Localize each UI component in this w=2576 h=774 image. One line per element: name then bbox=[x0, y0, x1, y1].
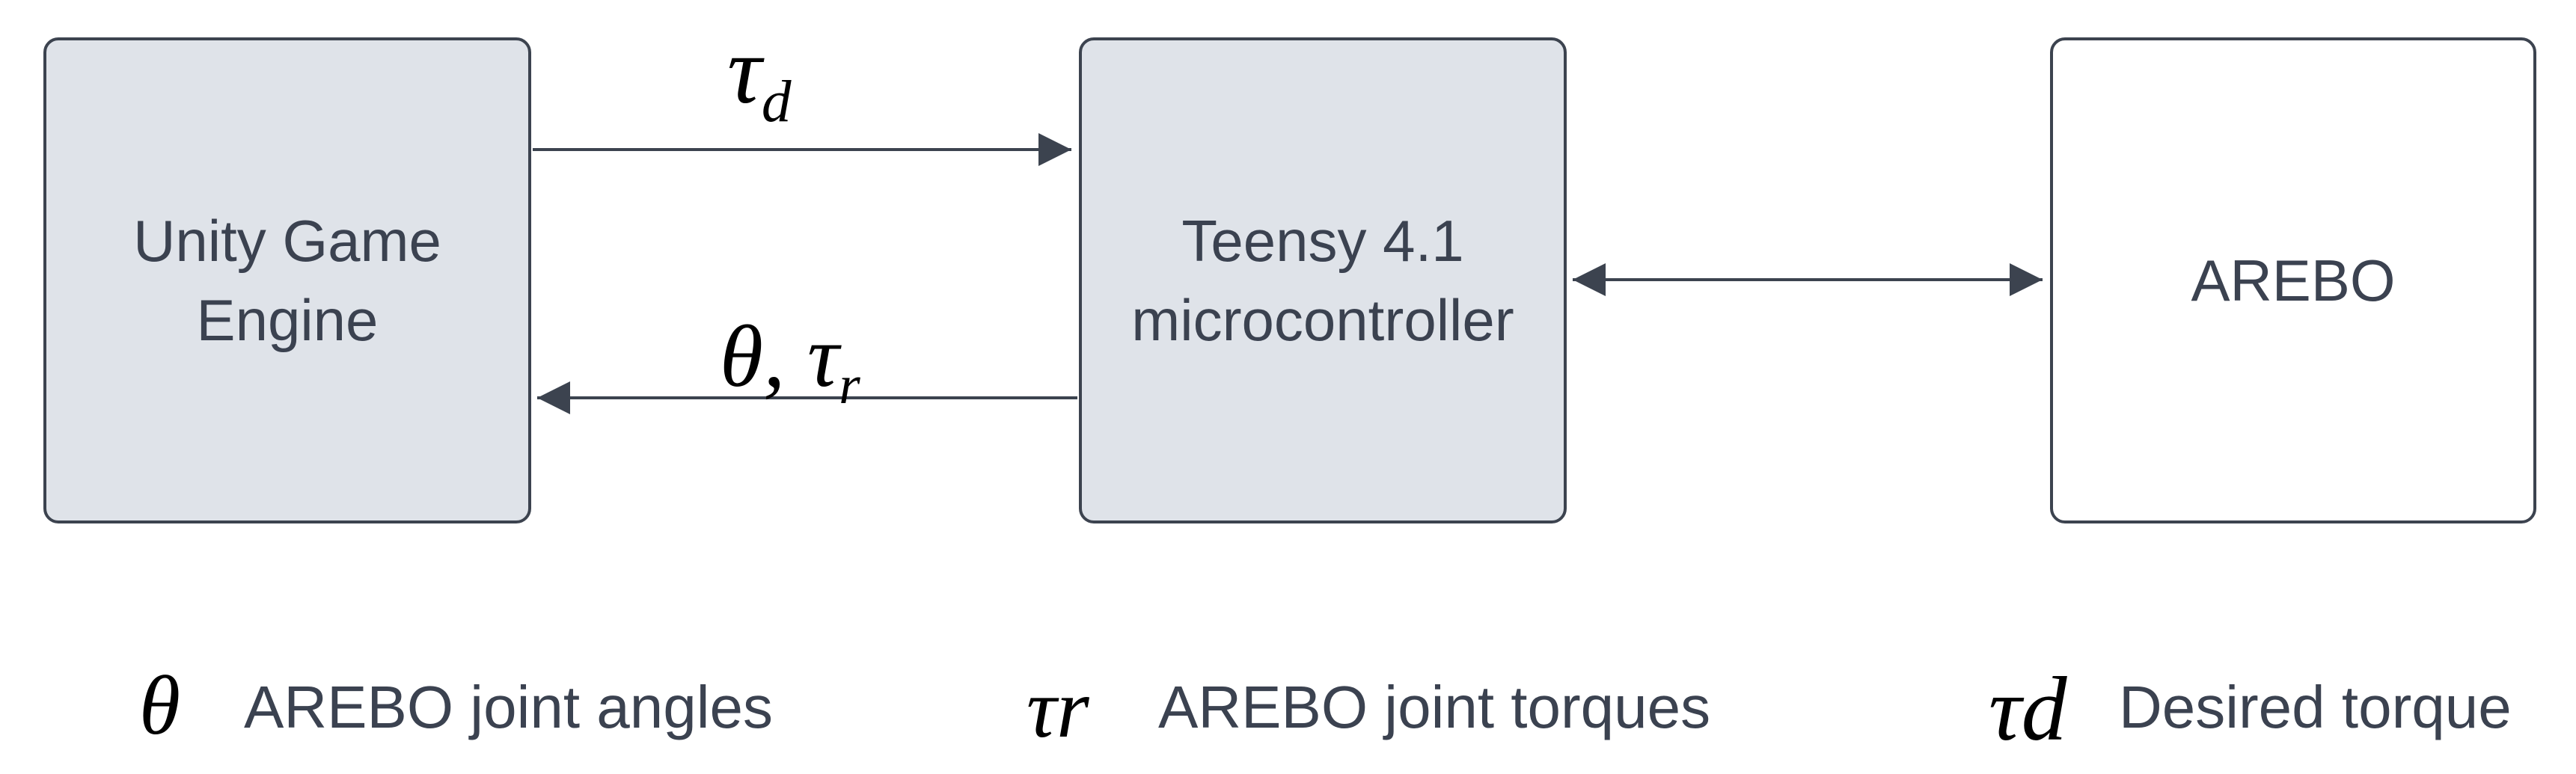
legend-tau-d-symbol: τd bbox=[1989, 664, 2067, 755]
legend-theta-glyph: θ bbox=[139, 660, 181, 752]
teensy-block-label: Teensy 4.1 microcontroller bbox=[1131, 207, 1514, 353]
arrow-label-top-symbol: τ bbox=[727, 17, 762, 123]
legend-theta-symbol: θ bbox=[139, 664, 180, 748]
arrow-label-bottom-symbol: θ, τ bbox=[720, 307, 839, 405]
legend-tau-d-subscript: d bbox=[2021, 659, 2067, 760]
arrow-label-desired-torque: τd bbox=[727, 22, 792, 132]
arrow-label-bottom-subscript: r bbox=[839, 354, 860, 416]
teensy-microcontroller-block: Teensy 4.1 microcontroller bbox=[1079, 37, 1567, 523]
arrow-label-angles-torques: θ, τr bbox=[720, 313, 860, 413]
legend-tau-d-glyph: τ bbox=[1989, 659, 2022, 760]
unity-block-label: Unity Game Engine bbox=[133, 207, 441, 353]
arebo-block: AREBO bbox=[2050, 37, 2536, 523]
legend-tau-r-text: AREBO joint torques bbox=[1158, 674, 1711, 740]
legend-tau-r-symbol: τr bbox=[1027, 667, 1089, 751]
legend-tau-d-text: Desired torque bbox=[2119, 674, 2512, 740]
legend-tau-r-glyph: τ bbox=[1027, 663, 1057, 755]
arrow-label-top-subscript: d bbox=[761, 69, 792, 135]
legend-theta-text: AREBO joint angles bbox=[244, 674, 774, 740]
arebo-block-label: AREBO bbox=[2191, 247, 2396, 313]
unity-game-engine-block: Unity Game Engine bbox=[43, 37, 531, 523]
legend-tau-r-subscript: r bbox=[1056, 663, 1089, 755]
